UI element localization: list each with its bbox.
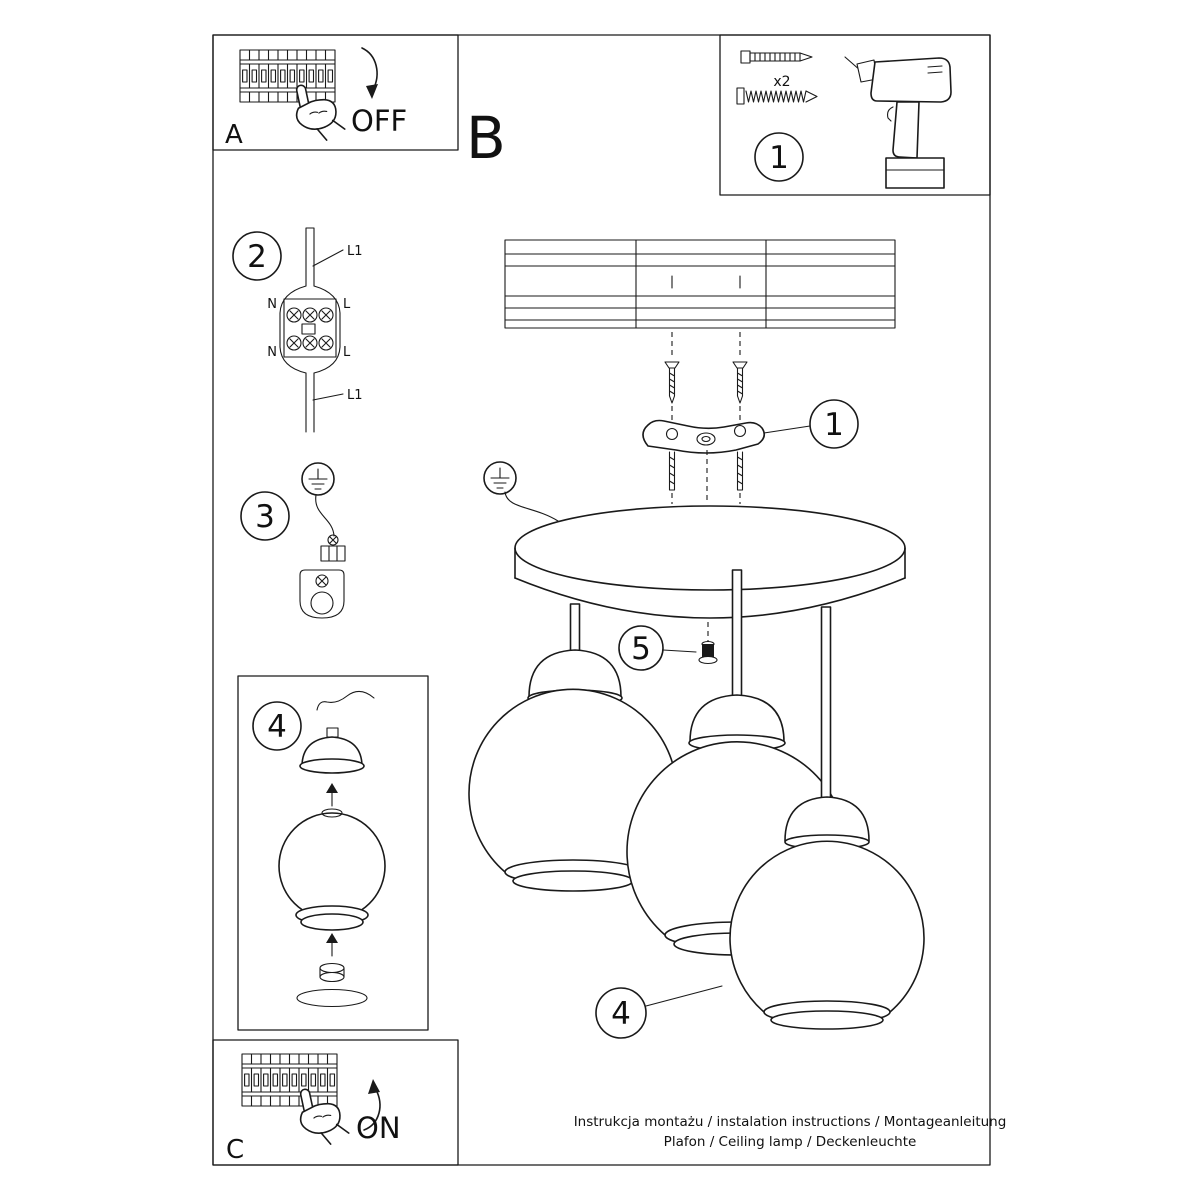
canopy bbox=[514, 505, 906, 619]
step-wiring-number-circle bbox=[232, 231, 282, 281]
wire-label-n-top: N bbox=[267, 297, 277, 312]
collar-callout-circle bbox=[618, 625, 664, 671]
wire-label-l1-bottom: L1 bbox=[347, 388, 363, 403]
globe-callout-circle bbox=[595, 987, 647, 1039]
page-frame bbox=[212, 34, 991, 1166]
wire-label-l-bottom: L bbox=[343, 345, 351, 360]
step-shade-number: 4 bbox=[267, 709, 287, 745]
bracket-callout-circle bbox=[809, 399, 859, 449]
collar-callout-leader bbox=[662, 649, 697, 653]
step-ground-number-circle bbox=[240, 491, 290, 541]
panel-tools-number-circle bbox=[754, 132, 804, 182]
globe-callout-number: 4 bbox=[611, 996, 631, 1032]
ceiling-rail bbox=[504, 239, 896, 329]
breaker-icon bbox=[239, 49, 336, 103]
step-ground-number: 3 bbox=[255, 499, 275, 535]
ground-symbol-icon bbox=[301, 462, 335, 496]
section-b-letter: B bbox=[466, 104, 506, 172]
wire-label-l-top: L bbox=[343, 297, 351, 312]
panel-a-box bbox=[212, 34, 459, 151]
assembly: 1 5 bbox=[468, 239, 925, 1039]
step-shade-number-circle bbox=[252, 701, 302, 751]
ground-clamp-icon bbox=[299, 534, 346, 619]
collar-callout-number: 5 bbox=[631, 631, 651, 667]
panel-tools-box bbox=[719, 34, 991, 196]
breaker-icon bbox=[241, 1053, 338, 1107]
collar-part bbox=[698, 622, 718, 665]
step-shade: 4 bbox=[237, 675, 429, 1031]
screw-icon bbox=[736, 87, 818, 105]
footer-line-1: Instrukcja montażu / instalation instruc… bbox=[574, 1114, 1007, 1130]
panel-c-box bbox=[212, 1039, 459, 1166]
step-ground: 3 bbox=[240, 462, 346, 619]
rod-right bbox=[820, 606, 832, 800]
bracket-studs bbox=[668, 450, 744, 504]
ground-wire bbox=[504, 491, 559, 522]
mounting-bracket bbox=[642, 419, 766, 454]
step-wiring: 2 L1 N L N L L1 bbox=[232, 227, 363, 433]
fixture-right bbox=[729, 796, 925, 1030]
panel-a-letter: A bbox=[225, 120, 243, 150]
footer-captions: Instrukcja montażu / instalation instruc… bbox=[574, 1114, 1007, 1150]
globe-callout-leader bbox=[645, 985, 723, 1007]
on-arrow-icon bbox=[363, 1079, 381, 1131]
wire-label-l1-top: L1 bbox=[347, 244, 363, 259]
rod-center bbox=[731, 569, 743, 698]
panel-c-action-label: ON bbox=[356, 1111, 401, 1145]
panel-a: OFF A bbox=[212, 34, 459, 151]
wall-plug-icon bbox=[740, 50, 813, 64]
step-wiring-number: 2 bbox=[247, 239, 267, 275]
ground-wire bbox=[315, 494, 335, 537]
shade-exploded-icon bbox=[278, 690, 386, 1008]
bracket-callout-leader bbox=[763, 425, 811, 434]
off-arrow-icon bbox=[361, 47, 378, 99]
mounting-screws bbox=[664, 332, 748, 422]
panel-a-action-label: OFF bbox=[351, 104, 407, 138]
drill-icon bbox=[844, 56, 952, 189]
terminal-block-icon bbox=[279, 227, 344, 433]
panel-c: ON C bbox=[212, 1039, 459, 1166]
panel-tools-number: 1 bbox=[769, 140, 789, 176]
step-shade-box bbox=[237, 675, 429, 1031]
rod-left bbox=[569, 603, 581, 652]
panel-c-letter: C bbox=[226, 1135, 244, 1165]
footer-line-2: Plafon / Ceiling lamp / Deckenleuchte bbox=[664, 1134, 917, 1150]
bracket-callout-number: 1 bbox=[824, 407, 844, 443]
quantity-label: x2 bbox=[773, 74, 790, 90]
wire-label-n-bottom: N bbox=[267, 345, 277, 360]
panel-tools: x2 1 bbox=[719, 34, 991, 196]
ground-symbol-icon bbox=[483, 461, 517, 495]
fixture-left bbox=[468, 649, 678, 892]
